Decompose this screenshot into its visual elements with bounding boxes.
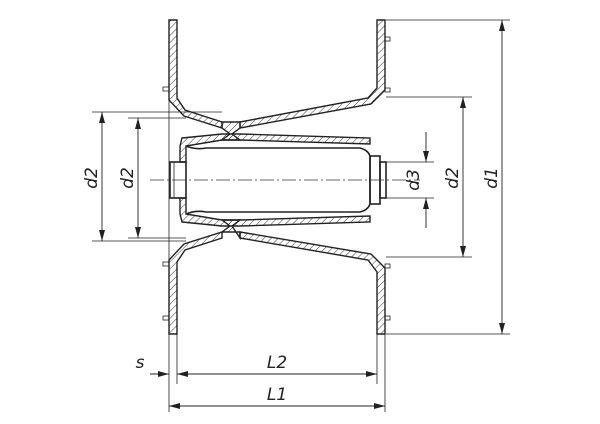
label-d3: d3 [404,169,424,191]
label-d1: d1 [482,167,502,189]
dim-d1: d1 [386,19,510,335]
left-flange [162,19,223,335]
dim-d3: d3 [386,132,434,228]
dim-d2-right: d2 [386,96,472,258]
dim-L2: L2 [177,353,377,377]
label-d2-inner-left: d2 [118,167,138,189]
dim-s: s [136,353,188,377]
dim-d2-inner-left: d2 [118,117,186,239]
dim-L1: L1 [169,385,385,409]
dim-d2-outer-left: d2 [82,111,222,242]
label-d2-right: d2 [443,167,463,189]
right-flange [239,19,391,335]
label-L1: L1 [267,385,287,405]
label-d2-outer-left: d2 [82,167,102,189]
label-s: s [136,353,145,373]
label-L2: L2 [267,353,287,373]
bottom-extension-lines [168,334,386,412]
